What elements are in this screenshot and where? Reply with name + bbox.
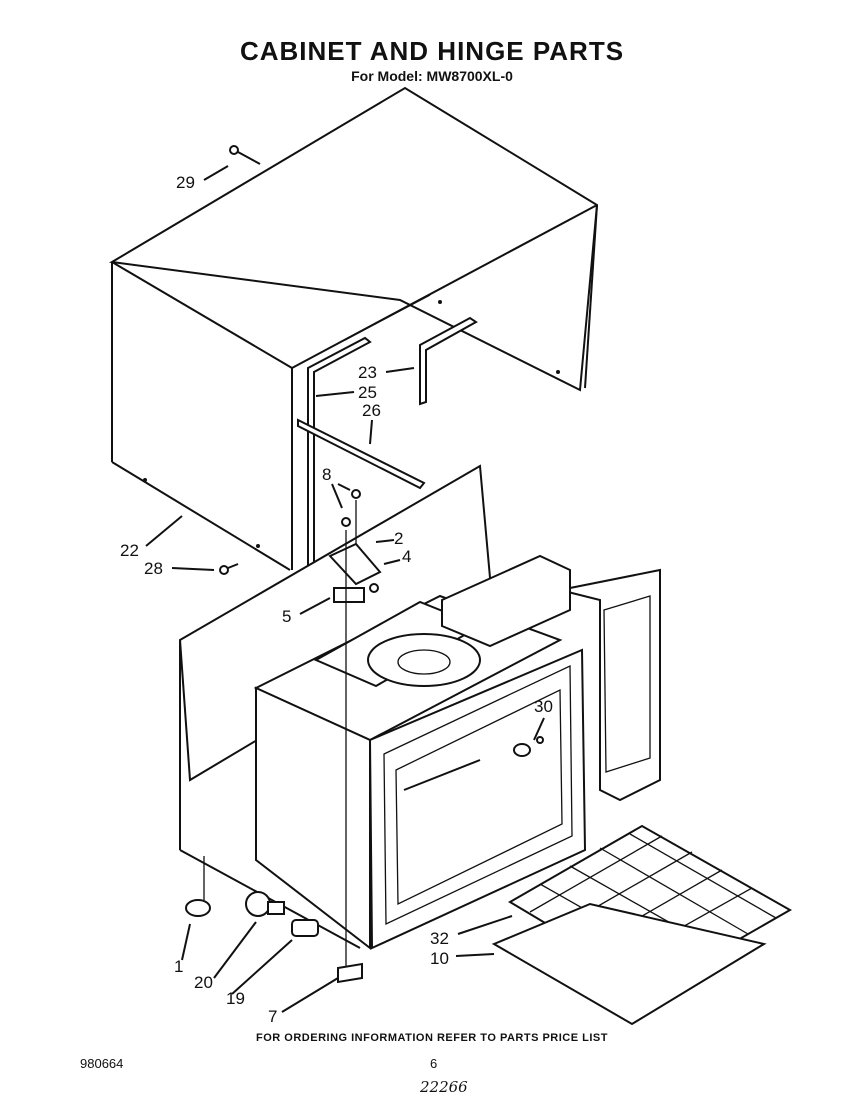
oven-cavity [253, 554, 587, 951]
cabinet-wrapper [109, 86, 599, 571]
callout-26: 26 [362, 401, 381, 420]
callout-32: 32 [430, 929, 449, 948]
diagram-title: CABINET AND HINGE PARTS [239, 36, 625, 66]
callout-4: 4 [402, 547, 411, 566]
screw-29 [229, 145, 261, 165]
foot-1 [185, 856, 211, 917]
hinge-assembly [328, 489, 382, 966]
page-number: 6 [430, 1056, 438, 1071]
handwritten-note: 22266 [420, 1078, 468, 1096]
bracket-7 [337, 962, 363, 984]
callout-25: 25 [358, 383, 377, 402]
callout-30: 30 [534, 697, 553, 716]
document-number: 980664 [80, 1056, 124, 1071]
callout-2: 2 [394, 529, 403, 548]
callout-28: 28 [144, 559, 163, 578]
callout-29: 29 [176, 173, 195, 192]
socket-19 [291, 919, 319, 937]
side-rails [297, 316, 478, 582]
callout-5: 5 [282, 607, 291, 626]
lamp-20 [245, 891, 285, 917]
screw-28 [219, 563, 239, 575]
callout-7: 7 [268, 1007, 277, 1026]
callout-19: 19 [226, 989, 245, 1008]
callout-8: 8 [322, 465, 331, 484]
ordering-footer: FOR ORDERING INFORMATION REFER TO PARTS … [256, 1032, 608, 1044]
callout-10: 10 [430, 949, 449, 968]
model-subtitle: For Model: MW8700XL-0 [351, 68, 513, 84]
callout-22: 22 [120, 541, 139, 560]
callout-23: 23 [358, 363, 377, 382]
callout-20: 20 [194, 973, 213, 992]
leader-lines [145, 165, 545, 1013]
callout-1: 1 [174, 957, 183, 976]
part-30 [513, 736, 544, 757]
shelf-10 [491, 902, 767, 1026]
